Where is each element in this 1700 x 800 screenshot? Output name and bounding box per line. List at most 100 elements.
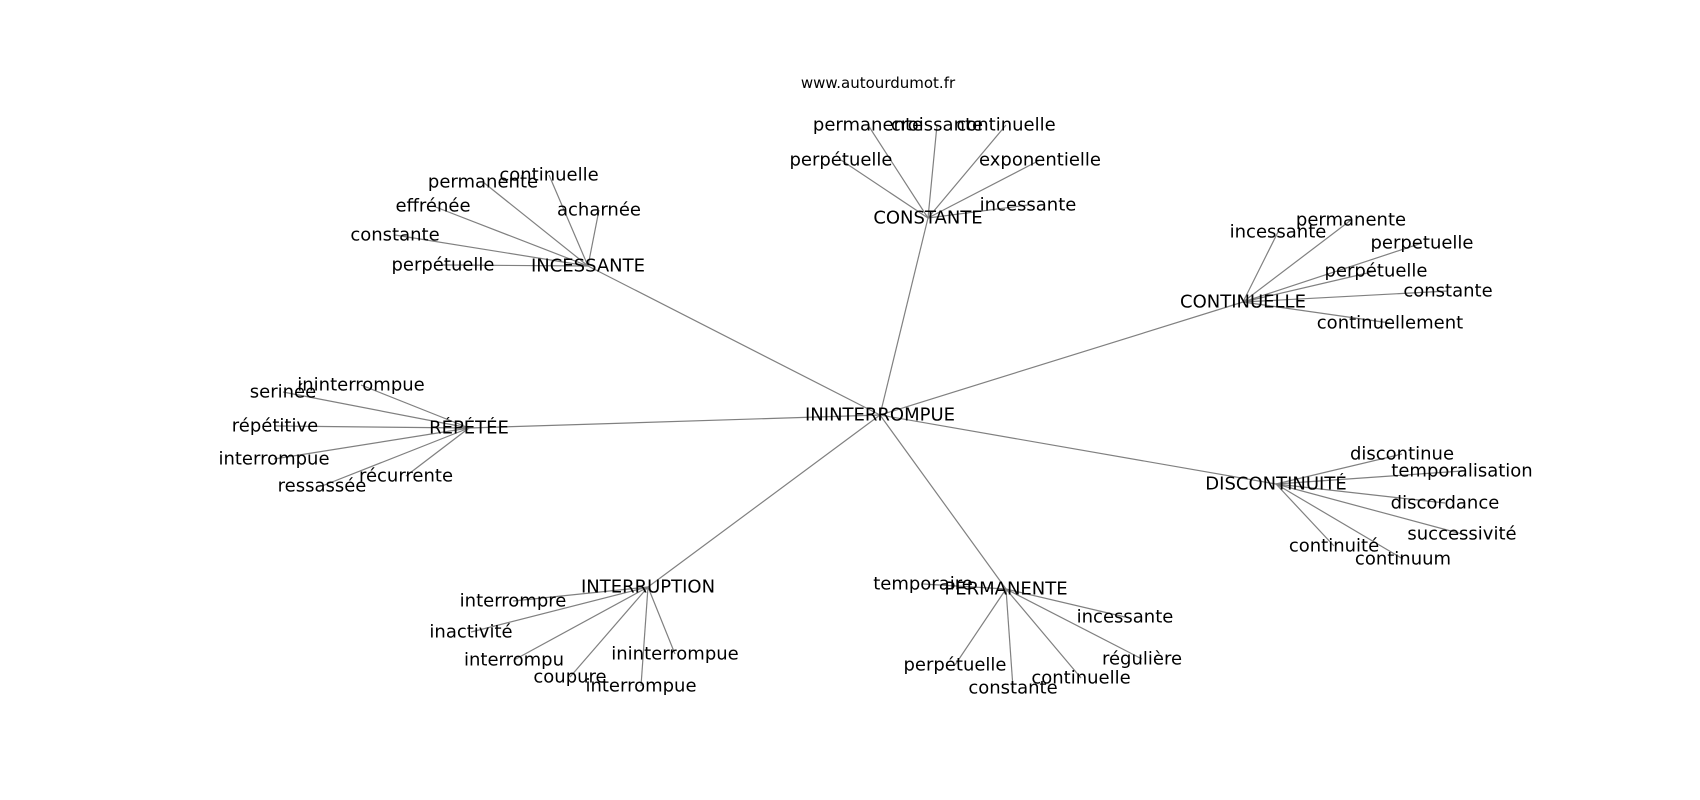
edge-hub-leaf: [640, 586, 649, 687]
leaf-node[interactable]: constante: [350, 225, 439, 246]
leaf-node[interactable]: continuellement: [1317, 313, 1463, 334]
edge-hub-leaf: [1275, 483, 1446, 504]
edge-center-hub: [879, 414, 1007, 590]
leaf-node[interactable]: coupure: [533, 667, 606, 688]
leaf-node[interactable]: continuum: [1355, 549, 1451, 570]
edge-hub-leaf: [405, 427, 470, 477]
leaf-node[interactable]: perpétuelle: [903, 655, 1006, 676]
leaf-node[interactable]: constante: [1403, 281, 1492, 302]
leaf-node[interactable]: incessante: [1077, 607, 1174, 628]
leaf-node[interactable]: incessante: [1230, 222, 1327, 243]
leaf-node[interactable]: interrompre: [460, 591, 567, 612]
hub-node[interactable]: INCESSANTE: [531, 256, 645, 277]
leaf-node[interactable]: interrompue: [585, 676, 696, 697]
edge-center-hub: [587, 265, 881, 416]
edge-hub-leaf: [482, 181, 589, 267]
edge-hub-leaf: [394, 234, 589, 267]
edge-hub-leaf: [954, 588, 1007, 666]
leaf-node[interactable]: successivité: [1407, 524, 1516, 545]
edge-hub-leaf: [840, 159, 929, 219]
leaf-node[interactable]: permanente: [1296, 210, 1406, 231]
leaf-node[interactable]: interrompue: [218, 449, 329, 470]
edge-hub-leaf: [1242, 290, 1449, 303]
leaf-node[interactable]: discordance: [1391, 493, 1500, 514]
hub-node[interactable]: PERMANENTE: [944, 579, 1067, 600]
edge-hub-leaf: [432, 205, 589, 267]
edge-hub-leaf: [569, 586, 649, 678]
leaf-node[interactable]: récurrente: [359, 466, 453, 487]
edge-hub-leaf: [1275, 453, 1403, 485]
edge-hub-leaf: [513, 586, 649, 661]
leaf-node[interactable]: permanente: [813, 115, 923, 136]
edge-hub-leaf: [360, 384, 470, 429]
leaf-node[interactable]: perpétuelle: [391, 255, 494, 276]
leaf-node[interactable]: continuelle: [956, 115, 1055, 136]
leaf-node[interactable]: répétitive: [232, 416, 318, 437]
edge-hub-leaf: [273, 427, 470, 460]
leaf-node[interactable]: continuelle: [1031, 668, 1130, 689]
hub-node[interactable]: CONTINUELLE: [1180, 292, 1306, 313]
edge-center-hub: [879, 414, 1277, 485]
edge-hub-leaf: [927, 204, 1029, 219]
edge-hub-leaf: [1242, 242, 1423, 303]
leaf-node[interactable]: temporalisation: [1391, 461, 1532, 482]
edge-hub-leaf: [1005, 588, 1014, 689]
site-url[interactable]: www.autourdumot.fr: [801, 74, 956, 92]
edge-center-hub: [468, 414, 881, 429]
edge-hub-leaf: [274, 425, 470, 429]
edge-hub-leaf: [1242, 270, 1377, 303]
edge-hub-leaf: [1275, 483, 1335, 547]
edge-hub-leaf: [1275, 470, 1463, 485]
edge-hub-leaf: [1242, 301, 1391, 324]
leaf-node[interactable]: croissante: [891, 115, 983, 136]
leaf-node[interactable]: effrénée: [395, 196, 470, 217]
hub-node[interactable]: DISCONTINUITÉ: [1205, 473, 1346, 495]
edge-hub-leaf: [922, 583, 1007, 590]
leaf-node[interactable]: permanente: [428, 172, 538, 193]
leaf-node[interactable]: ininterrompue: [297, 375, 425, 396]
edge-center-hub: [879, 301, 1244, 416]
leaf-node[interactable]: discontinue: [1350, 444, 1454, 465]
edge-hub-leaf: [442, 264, 589, 267]
hub-node[interactable]: CONSTANTE: [873, 208, 982, 229]
edge-hub-leaf: [512, 586, 649, 602]
edge-hub-leaf: [1005, 588, 1082, 679]
edge-hub-leaf: [548, 174, 589, 267]
edge-hub-leaf: [587, 209, 600, 267]
leaf-node[interactable]: continuité: [1289, 536, 1379, 557]
leaf-node[interactable]: acharnée: [557, 200, 641, 221]
edge-hub-leaf: [1005, 588, 1143, 660]
edge-hub-leaf: [1005, 588, 1126, 618]
leaf-node[interactable]: régulière: [1102, 649, 1182, 670]
leaf-node[interactable]: exponentielle: [979, 150, 1101, 171]
edge-hub-leaf: [647, 586, 676, 655]
leaf-node[interactable]: ressassée: [278, 476, 367, 497]
edge-hub-leaf: [927, 159, 1041, 219]
hub-node[interactable]: INTERRUPTION: [581, 577, 715, 598]
edge-hub-leaf: [927, 124, 938, 219]
leaf-node[interactable]: perpétuelle: [1324, 261, 1427, 282]
leaf-node[interactable]: ininterrompue: [611, 644, 739, 665]
edge-hub-leaf: [927, 124, 1007, 219]
edge-hub-leaf: [1275, 483, 1463, 535]
edge-hub-leaf: [470, 586, 649, 633]
graph-edges: [273, 124, 1463, 689]
edge-center-hub: [647, 414, 881, 588]
leaf-node[interactable]: interrompu: [464, 650, 564, 671]
leaf-node[interactable]: temporaire: [873, 574, 973, 595]
leaf-node[interactable]: incessante: [980, 195, 1077, 216]
leaf-node[interactable]: inactivité: [429, 622, 512, 643]
edge-center-hub: [879, 217, 929, 416]
edge-hub-leaf: [867, 124, 929, 219]
graph-nodes: ININTERROMPUECONSTANTEpermanentecroissan…: [218, 115, 1532, 699]
edge-hub-leaf: [321, 427, 470, 487]
leaf-node[interactable]: perpetuelle: [1370, 233, 1473, 254]
leaf-node[interactable]: continuelle: [499, 165, 598, 186]
edge-hub-leaf: [1242, 231, 1279, 303]
leaf-node[interactable]: perpétuelle: [789, 150, 892, 171]
center-node[interactable]: ININTERROMPUE: [805, 405, 955, 426]
leaf-node[interactable]: constante: [968, 678, 1057, 699]
hub-node[interactable]: RÉPÉTÉE: [429, 417, 509, 439]
leaf-node[interactable]: serinée: [250, 382, 316, 403]
